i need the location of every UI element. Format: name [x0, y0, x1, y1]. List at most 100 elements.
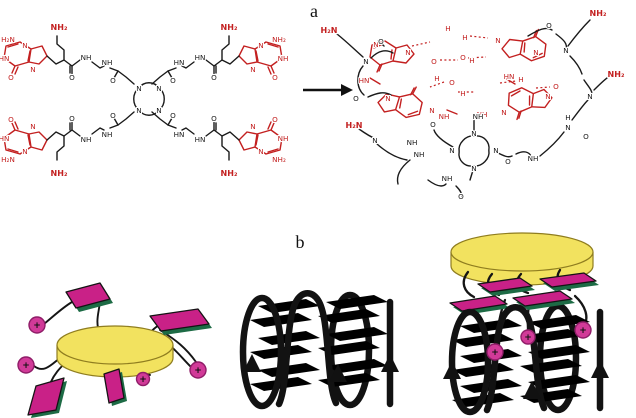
atom-label: N: [258, 147, 263, 156]
atom-label: HN: [359, 76, 370, 85]
g-quadruplex-cartoon: [239, 290, 399, 410]
atom-label: N: [545, 92, 550, 101]
atom-label: O: [170, 76, 176, 85]
atom-label: O: [272, 115, 278, 124]
atom-label: O: [431, 57, 437, 66]
atom-label: N: [250, 122, 255, 131]
atom-label: O: [272, 73, 278, 82]
synthetic-quartet-plates: [449, 272, 599, 315]
atom-label: O: [583, 132, 589, 141]
atom-label: N: [533, 48, 538, 57]
dna-strand: [275, 290, 340, 408]
atom-label: N: [22, 147, 27, 156]
atom-label: N: [495, 36, 500, 45]
atom-label: H: [460, 89, 465, 98]
scaffold-chains: [336, 19, 611, 198]
atom-label: HN: [174, 130, 185, 139]
dna-strand: [239, 294, 285, 410]
dna-strand: [483, 304, 548, 414]
atom-label: N: [258, 41, 263, 50]
plus-sign: +: [22, 361, 30, 371]
complex-cartoon: + + +: [443, 232, 609, 416]
atom-label: H: [469, 56, 474, 65]
atom-label: N: [30, 65, 35, 74]
atom-label: N: [405, 48, 410, 57]
atom-label: O: [8, 73, 14, 82]
atom-label: O: [378, 37, 384, 46]
strand-arrows: [243, 354, 399, 382]
reaction-arrow: [303, 84, 353, 96]
atom-label: HN: [0, 54, 9, 63]
atom-label: O: [170, 111, 176, 120]
atom-label: O: [505, 157, 511, 166]
atom-label: HN: [195, 135, 206, 144]
atom-label: N: [136, 84, 141, 93]
atom-label: O: [458, 192, 464, 201]
atom-label: O: [110, 111, 116, 120]
atom-label: O: [211, 114, 217, 123]
atom-label: NH₂: [272, 35, 286, 44]
plus-sign: +: [33, 321, 41, 331]
g-quartet-core: [369, 28, 555, 121]
atom-label: H: [518, 75, 523, 84]
atom-label: N: [429, 106, 434, 115]
atom-label: NH: [442, 174, 453, 183]
amine-label: NH₂: [590, 9, 607, 18]
arrowhead: [341, 84, 353, 96]
strand-arrows: [443, 360, 609, 399]
atom-label: NH: [439, 112, 450, 121]
atom-label: N: [136, 106, 141, 115]
atom-label: H₂N: [1, 35, 15, 44]
atom-label: N: [385, 94, 390, 103]
atom-label: N: [471, 164, 476, 173]
atom-label: N: [373, 40, 378, 49]
atom-label: H: [462, 33, 467, 42]
atom-label: N: [363, 57, 368, 66]
atom-label: N: [156, 106, 161, 115]
ammonium-spheres: + + + +: [17, 316, 207, 387]
amine-label: NH₂: [608, 70, 625, 79]
hydrogen-bonds: [411, 35, 551, 93]
atom-label: N: [587, 92, 592, 101]
atom-label: N: [563, 46, 568, 55]
atom-label: O: [449, 78, 455, 87]
atom-label: N: [156, 84, 161, 93]
atom-label: O: [8, 115, 14, 124]
atom-label: N: [22, 41, 27, 50]
atom-label: O: [110, 76, 116, 85]
atom-label: O: [69, 73, 75, 82]
atom-label: NH: [407, 138, 418, 147]
atom-label: NH: [81, 135, 92, 144]
atom-label: O: [546, 21, 552, 30]
atom-label: NH: [81, 53, 92, 62]
atom-label: NH: [278, 134, 289, 143]
amine-label: H₂N: [321, 26, 338, 35]
panel-a-label: a: [310, 1, 318, 21]
atom-label: N: [471, 129, 476, 138]
atom-label: N: [565, 123, 570, 132]
plus-sign: +: [579, 326, 587, 336]
ammonium-spheres: + + +: [486, 321, 592, 361]
amine-label: H₂N: [346, 121, 363, 130]
atom-label: NH: [102, 130, 113, 139]
panel-b-label: b: [296, 232, 305, 252]
ligand-cartoon: + + + +: [17, 282, 212, 418]
atom-label: O: [353, 94, 359, 103]
amine-label: NH₂: [51, 23, 68, 32]
amine-label: NH₂: [221, 169, 238, 178]
folded-quartet-structure: H₂N H₂N NH₂ NH₂ N N N N N N N N O O O O …: [319, 8, 626, 202]
atom-label: O: [553, 82, 559, 91]
plus-sign: +: [139, 375, 147, 385]
atom-label: N: [493, 146, 498, 155]
g-tetrad-layers: [452, 315, 590, 407]
plus-sign: +: [194, 366, 202, 376]
open-ligand-structure: N N N N NH₂ H₂N HN O N N O NH NH O NH₂ N…: [0, 22, 289, 179]
atom-label: N: [250, 65, 255, 74]
atom-label: H₂N: [1, 155, 15, 164]
atom-label: NH: [102, 58, 113, 67]
atom-label: HN: [174, 58, 185, 67]
atom-label: NH: [473, 112, 484, 121]
atom-label: NH₂: [272, 155, 286, 164]
